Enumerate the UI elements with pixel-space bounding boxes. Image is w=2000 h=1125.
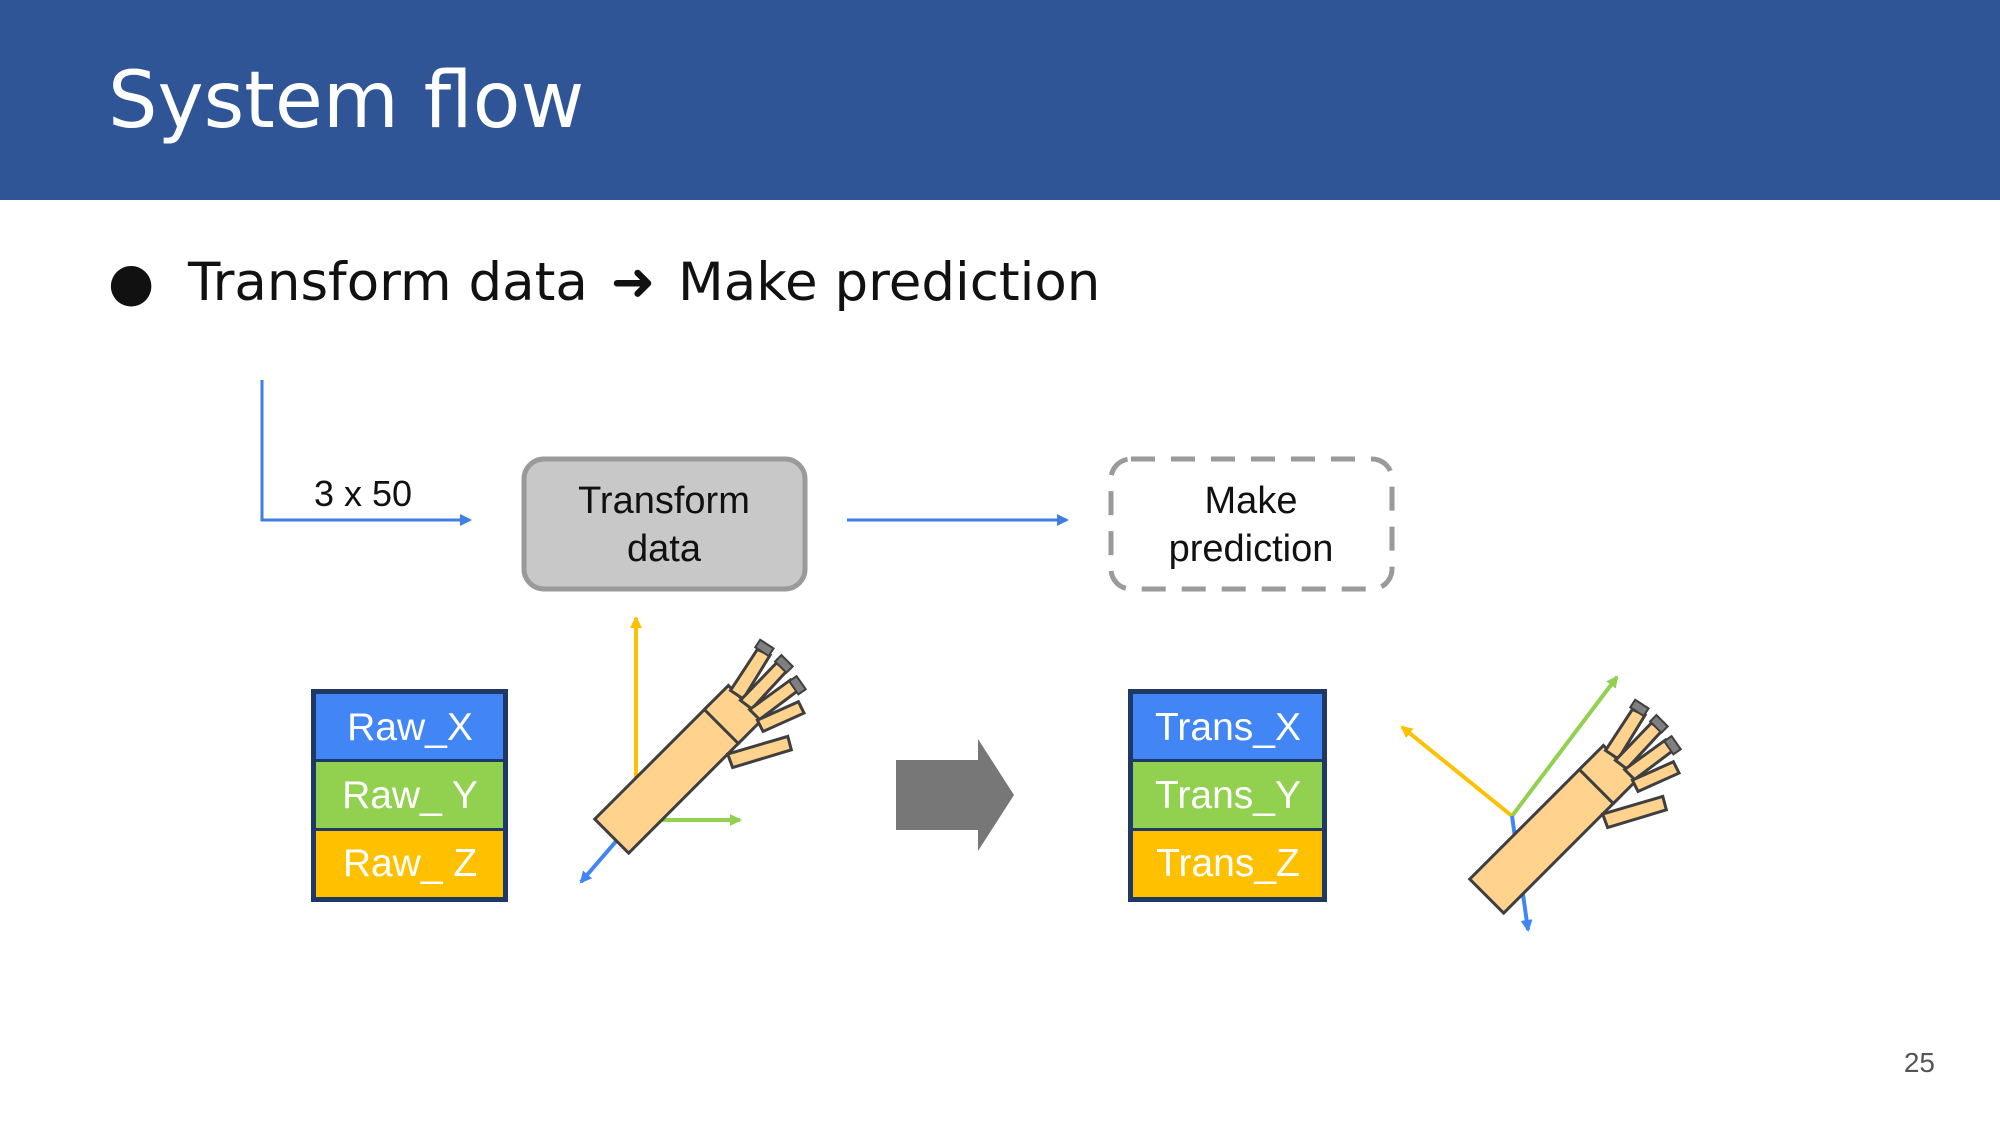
bullet-text: Transform data ➜ Make prediction: [188, 248, 1100, 318]
transformed-hand-icon: [1400, 675, 1683, 932]
transformed-z-label: Trans_Z: [1156, 842, 1300, 885]
raw-z-label: Raw_ Z: [343, 842, 477, 885]
make-prediction-box: Make prediction: [1108, 456, 1395, 592]
slide-title: System flow: [108, 56, 585, 146]
input-size-label: 3 x 50: [314, 473, 412, 514]
prediction-box-line-2: prediction: [1169, 528, 1334, 570]
page-number: 25: [1903, 1047, 1935, 1078]
prediction-box-line-1: Make: [1205, 480, 1298, 522]
transformed-data-table: Trans_X Trans_Y Trans_Z: [1128, 689, 1327, 902]
transform-data-box: Transform data: [521, 456, 808, 592]
transform-box-line-2: data: [627, 528, 702, 570]
raw-data-table: Raw_X Raw_ Y Raw_ Z: [311, 689, 508, 902]
raw-y-label: Raw_ Y: [342, 774, 478, 817]
raw-x-label: Raw_X: [347, 706, 473, 749]
bullet-arrow-icon: ➜: [610, 252, 656, 313]
process-arrow-icon: [896, 739, 1014, 851]
raw-hand-icon: [579, 616, 808, 884]
input-arrow: 3 x 50: [260, 380, 472, 526]
transformed-y-label: Trans_Y: [1155, 774, 1301, 817]
bullet-transform-text: Transform data: [188, 252, 588, 313]
transformed-x-label: Trans_X: [1155, 706, 1301, 749]
title-bar: System flow: [0, 0, 2000, 200]
bullet-prediction-text: Make prediction: [678, 252, 1101, 313]
transform-box-line-1: Transform: [578, 480, 750, 522]
